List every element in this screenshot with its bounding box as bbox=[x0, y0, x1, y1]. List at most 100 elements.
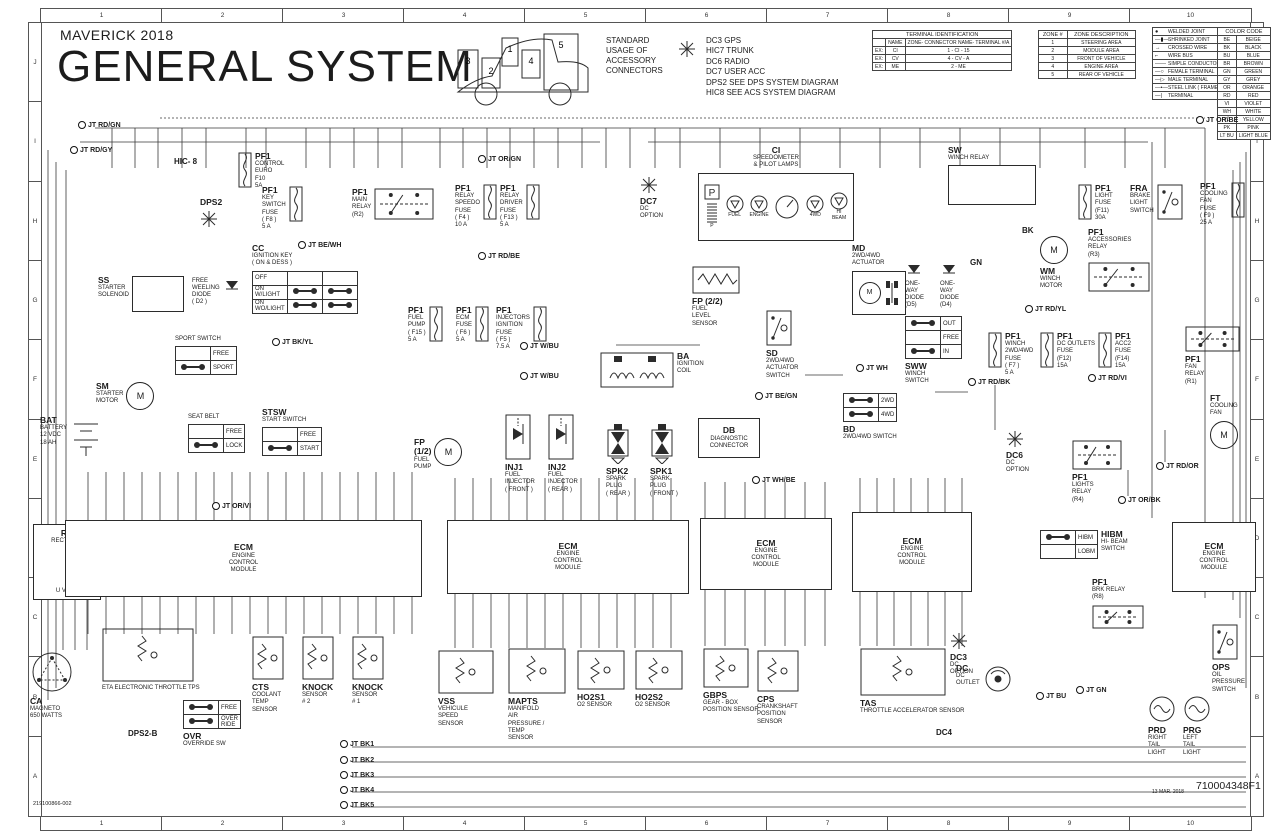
ruler-col-7-bottom: 7 bbox=[766, 816, 889, 831]
one-way-diode-d4-icon bbox=[943, 265, 955, 274]
hic8-connector-label: HIC- 8 bbox=[174, 157, 198, 166]
ecm-module-4-abbr: ECM bbox=[902, 535, 922, 546]
sww-winch-switch-row-1: FREE bbox=[905, 330, 963, 345]
mapts-sensor-desc: MANIFOLD AIR PRESSURE / TEMP SENSOR bbox=[508, 706, 545, 741]
ruler-col-5-top: 5 bbox=[524, 8, 647, 23]
color-code-row-9-cell-1: WHITE bbox=[1235, 107, 1271, 116]
accessory-note-heading: STANDARD USAGE OF ACCESSORY CONNECTORS bbox=[606, 36, 663, 75]
cc-ignition-key-abbr: CC bbox=[252, 243, 265, 253]
ovr-override-switch-row-1-position-label: OVER RIDE bbox=[217, 714, 242, 729]
pf1-injectors-fuse-desc: INJECTORS IGNITION FUSE ( F5 ) 7.5 A bbox=[496, 315, 530, 350]
cts-coolant-temp-sensor-icon bbox=[252, 636, 284, 680]
jt-rd-gy-joint-icon bbox=[70, 146, 78, 154]
ruler-col-2-top: 2 bbox=[161, 8, 284, 23]
tas-throttle-accelerator-sensor-desc: THROTTLE ACCELERATOR SENSOR bbox=[860, 708, 965, 715]
ecm-module-3-desc: ENGINE CONTROL MODULE bbox=[751, 548, 781, 569]
accessory-item-5: HIC8 SEE ACS SYSTEM DIAGRAM bbox=[706, 87, 836, 97]
jt-bk2: JT BK2 bbox=[340, 756, 374, 764]
jt-rd-vi-label: JT RD/VI bbox=[1098, 374, 1127, 382]
color-code-row-5-cell-1: GREY bbox=[1235, 75, 1271, 84]
ss-starter-solenoid-desc: STARTER SOLENOID bbox=[98, 285, 130, 299]
color-code-row-1-cell-0: BK bbox=[1217, 43, 1237, 52]
cc-ignition-key-row-0: OFF bbox=[252, 270, 358, 286]
ops-oil-pressure-switch-icon bbox=[1212, 624, 1238, 660]
color-code-row-9-cell-0: WH bbox=[1217, 107, 1237, 116]
pf1-fan-relay-desc: FAN RELAY (R1) bbox=[1185, 364, 1205, 385]
ruler-row-E-right: E bbox=[1250, 418, 1264, 500]
ruler-col-10-bottom: 10 bbox=[1129, 816, 1252, 831]
terminal-id-row-0-cell-1: CI bbox=[885, 46, 906, 55]
dps2-b-connector: DPS2-B bbox=[128, 729, 157, 738]
pf1-dc-outlets-fuse-abbr: PF1 bbox=[1057, 331, 1073, 341]
color-code-row-8-cell-0: VI bbox=[1217, 99, 1237, 108]
sww-winch-switch-row-0: OUT bbox=[905, 316, 963, 331]
dc4-connector: DC4 bbox=[936, 728, 952, 737]
bk-wire-label: BK bbox=[1022, 226, 1034, 235]
sport-switch-label: SPORT SWITCH bbox=[175, 336, 221, 343]
fp-2-2-fuel-level-sensor-desc: FUEL LEVEL SENSOR bbox=[692, 306, 718, 327]
pf1-acc2-fuse-icon bbox=[1098, 332, 1112, 368]
seat-belt-switch-row-0-contact bbox=[188, 424, 224, 440]
hibm-hi-beam-switch-row-1: LOBM bbox=[1040, 544, 1099, 559]
ruler-row-H-right: H bbox=[1250, 180, 1264, 262]
ruler-row-E-left: E bbox=[28, 418, 42, 500]
cc-ignition-key-desc: IGNITION KEY ( ON & DESS ) bbox=[252, 253, 293, 267]
fp-1-2-fuel-pump-desc: FUEL PUMP bbox=[414, 456, 432, 470]
pf1-brk-relay-abbr: PF1 bbox=[1092, 577, 1108, 587]
ci-cluster-abbr: CI bbox=[771, 145, 781, 155]
zone-table-header-row: ZONE #ZONE DESCRIPTION bbox=[1038, 30, 1137, 39]
ruler-col-3-bottom: 3 bbox=[282, 816, 405, 831]
ci-hi-beam-lamp: HI BEAM bbox=[830, 192, 848, 222]
terminal-id-row-1-cell-1: CV bbox=[885, 54, 906, 63]
one-way-diode-d5: ONE- WAY DIODE (D5) bbox=[905, 262, 924, 309]
jt-wbu-1-joint-icon bbox=[520, 342, 528, 350]
terminal-id-row-2-cell-0: EX: bbox=[871, 62, 887, 71]
steel-link-frame-icon: —•— bbox=[1155, 84, 1168, 91]
ruler-col-4-bottom: 4 bbox=[403, 816, 526, 831]
ovr-override-switch-desc: OVERRIDE SW bbox=[183, 741, 226, 748]
ruler-col-9-bottom: 9 bbox=[1008, 816, 1131, 831]
zone-table-row-3-cell-1: ENGINE AREA bbox=[1066, 62, 1137, 71]
pf1-injectors-fuse-icon bbox=[533, 306, 547, 342]
cc-ignition-key-row-1-contact2 bbox=[321, 284, 358, 300]
jt-bk3: JT BK3 bbox=[340, 771, 374, 779]
sww-winch-switch-row-2-position-label: IN bbox=[939, 344, 963, 359]
terminal-id-row-1-cell-0: EX: bbox=[871, 54, 887, 63]
zone-table-row-0-cell-1: STEERING AREA bbox=[1066, 38, 1137, 47]
ruler-row-A-left: A bbox=[28, 735, 42, 817]
cc-ignition-key-row-2-position-label: ON WO/LIGHT bbox=[252, 298, 288, 314]
zone-1-label: 1 bbox=[507, 44, 512, 54]
jt-bk1-label: JT BK1 bbox=[350, 740, 375, 748]
md-2wd4wd-actuator-motor-icon: M bbox=[858, 281, 881, 304]
ruler-col-1-bottom: 1 bbox=[40, 816, 163, 831]
male-terminal-label: MALE TERMINAL bbox=[1168, 76, 1209, 83]
jt-wbu-1-label: JT W/BU bbox=[530, 342, 559, 350]
